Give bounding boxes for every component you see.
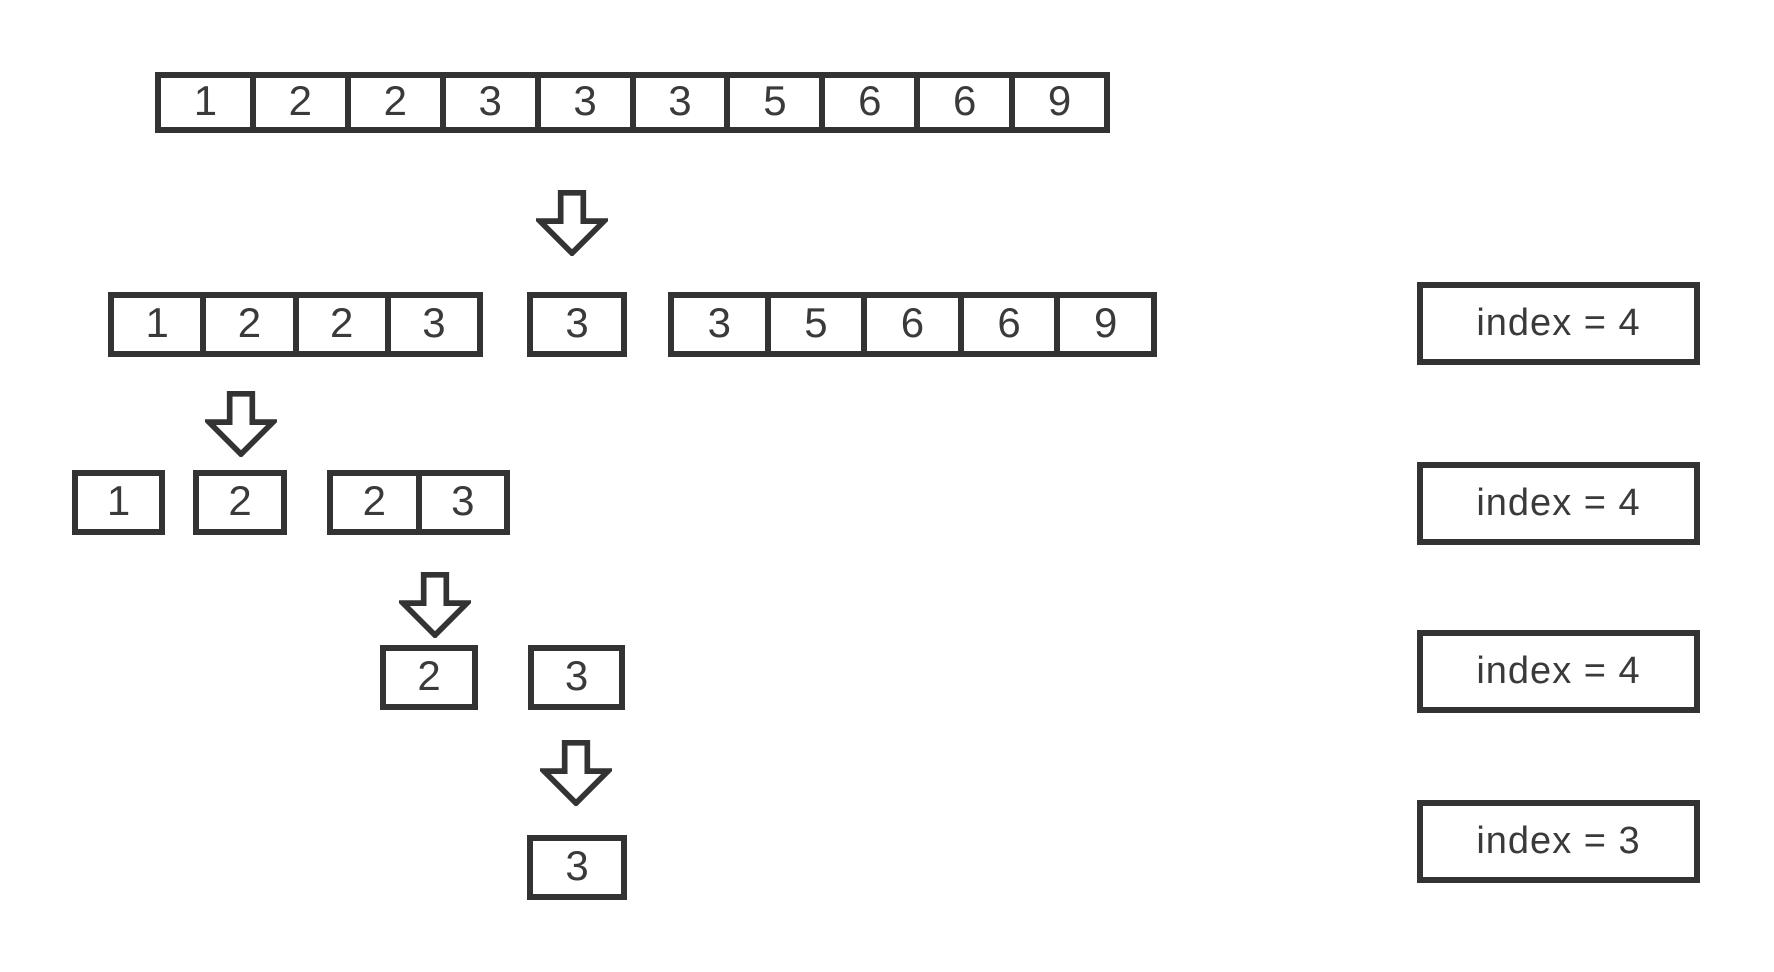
array-row1: 1 2 2 3 3 3 5 6 6 9 bbox=[155, 72, 1110, 133]
index-result-box: index = 4 bbox=[1417, 462, 1700, 545]
array-cell: 9 bbox=[1057, 295, 1154, 354]
array-cell: 3 bbox=[632, 75, 728, 130]
down-arrow-icon bbox=[540, 740, 612, 806]
index-result-box: index = 3 bbox=[1417, 800, 1700, 883]
array-cell: 9 bbox=[1012, 75, 1108, 130]
index-result-box: index = 4 bbox=[1417, 282, 1700, 365]
array-cell: 3 bbox=[531, 648, 622, 707]
array-row2-left: 1 2 2 3 bbox=[108, 292, 483, 357]
down-arrow-icon bbox=[205, 391, 277, 457]
array-row4-b: 3 bbox=[528, 645, 625, 710]
array-row3-c: 2 3 bbox=[327, 470, 510, 535]
array-cell: 6 bbox=[864, 295, 961, 354]
array-row3-b: 2 bbox=[193, 470, 287, 535]
index-label: index = 3 bbox=[1476, 820, 1641, 862]
array-cell: 2 bbox=[252, 75, 348, 130]
array-cell: 5 bbox=[727, 75, 823, 130]
array-cell: 2 bbox=[196, 473, 284, 532]
index-label: index = 4 bbox=[1476, 302, 1641, 344]
array-cell: 3 bbox=[442, 75, 538, 130]
array-row2-mid: 3 bbox=[527, 292, 627, 357]
array-cell: 2 bbox=[383, 648, 475, 707]
down-arrow-icon bbox=[536, 190, 608, 256]
array-cell: 2 bbox=[203, 295, 296, 354]
array-cell: 3 bbox=[530, 838, 624, 897]
array-cell: 3 bbox=[387, 295, 480, 354]
array-row4-a: 2 bbox=[380, 645, 478, 710]
array-cell: 3 bbox=[671, 295, 768, 354]
array-row3-a: 1 bbox=[72, 470, 165, 535]
array-cell: 2 bbox=[295, 295, 388, 354]
array-cell: 5 bbox=[767, 295, 865, 354]
index-result-box: index = 4 bbox=[1417, 630, 1700, 713]
index-label: index = 4 bbox=[1476, 650, 1641, 692]
array-cell: 6 bbox=[960, 295, 1058, 354]
array-cell: 6 bbox=[917, 75, 1013, 130]
array-cell: 3 bbox=[530, 295, 624, 354]
index-label: index = 4 bbox=[1476, 482, 1641, 524]
array-cell: 3 bbox=[418, 473, 507, 532]
array-row2-right: 3 5 6 6 9 bbox=[668, 292, 1157, 357]
array-cell: 1 bbox=[75, 473, 162, 532]
array-cell: 3 bbox=[537, 75, 633, 130]
array-cell: 1 bbox=[158, 75, 253, 130]
array-cell: 6 bbox=[822, 75, 918, 130]
array-row5-a: 3 bbox=[527, 835, 627, 900]
array-cell: 1 bbox=[111, 295, 204, 354]
array-cell: 2 bbox=[347, 75, 443, 130]
down-arrow-icon bbox=[399, 572, 471, 638]
array-cell: 2 bbox=[330, 473, 419, 532]
